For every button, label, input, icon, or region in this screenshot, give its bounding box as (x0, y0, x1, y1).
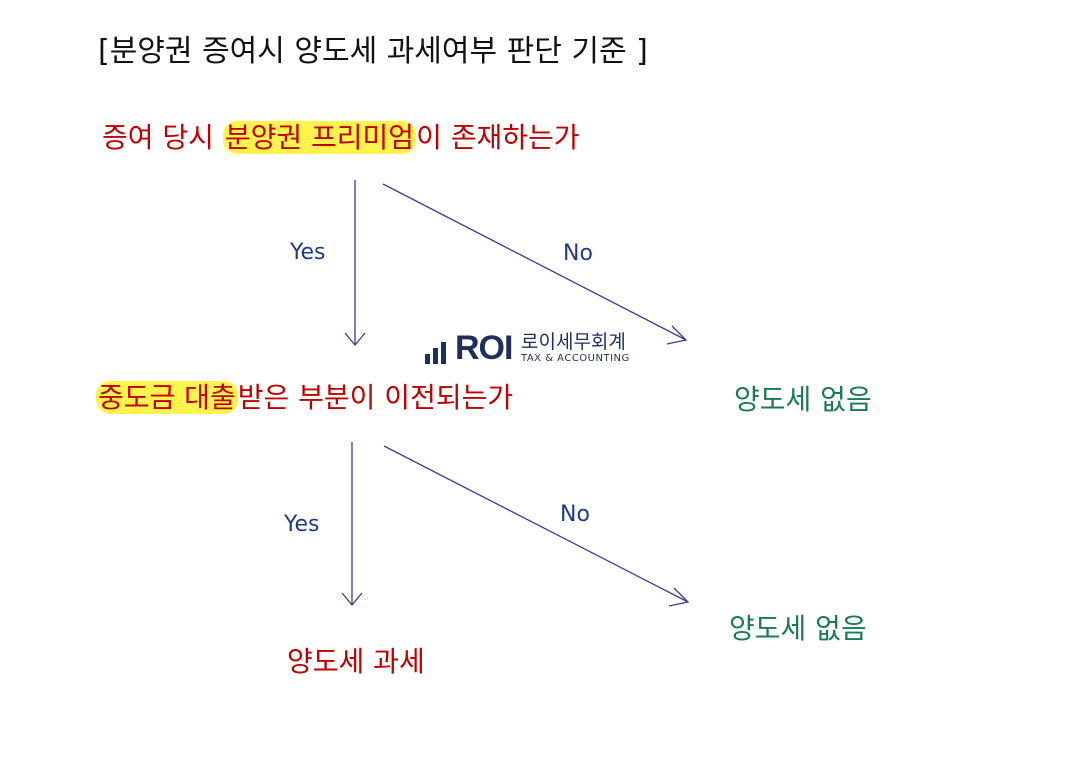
arrow-q2-no (383, 445, 689, 603)
diagram-title: [분양권 증여시 양도세 과세여부 판단 기준 ] (98, 34, 648, 69)
question1-prefix: 증여 당시 (102, 121, 223, 154)
question1-suffix: 이 존재하는가 (416, 121, 580, 154)
edge-label-q1-no: No (563, 241, 593, 266)
arrowhead-q2-yes (341, 592, 363, 607)
logo-korean: 로이세무회계 (521, 331, 626, 353)
question2-highlight: 중도금 대출 (96, 381, 238, 414)
arrowhead-q2-no (668, 587, 690, 607)
question-loan-transferred: 중도금 대출받은 부분이 이전되는가 (96, 376, 513, 416)
edge-label-q2-yes: Yes (284, 512, 320, 537)
logo-english: TAX & ACCOUNTING (521, 353, 630, 364)
edge-label-q2-no: No (560, 502, 590, 527)
question-premium-exists: 증여 당시 분양권 프리미엄이 존재하는가 (102, 116, 580, 156)
question2-suffix: 받은 부분이 이전되는가 (237, 381, 514, 414)
logo-bars-icon (425, 342, 446, 364)
arrow-q1-no (382, 183, 687, 341)
question1-highlight: 분양권 프리미엄 (222, 121, 417, 154)
outcome-q1-no: 양도세 없음 (734, 383, 872, 416)
arrowhead-q1-no (666, 325, 688, 345)
logo-brand: ROI (455, 329, 513, 367)
outcome-q2-yes: 양도세 과세 (287, 645, 425, 678)
watermark-logo: ROI 로이세무회계 TAX & ACCOUNTING (425, 330, 640, 370)
edge-label-q1-yes: Yes (290, 240, 326, 265)
outcome-q2-no: 양도세 없음 (729, 612, 867, 645)
arrowhead-q1-yes (344, 332, 366, 347)
